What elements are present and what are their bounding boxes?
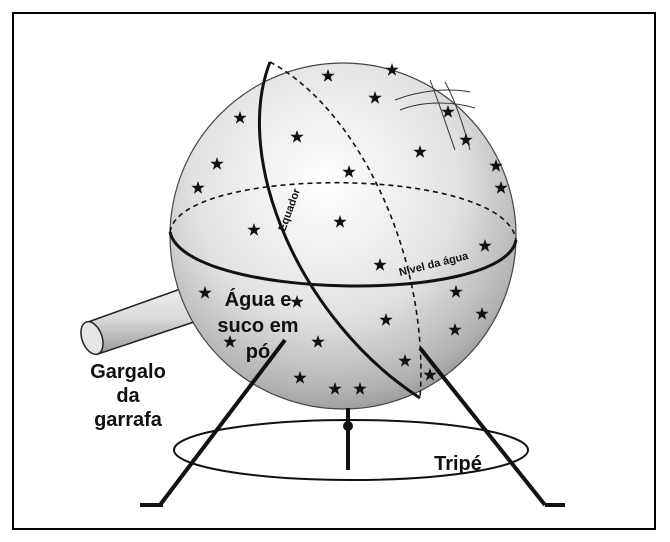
label-water-juice-2: suco em <box>217 315 298 337</box>
label-bottle-neck-1: Gargalo <box>90 361 166 383</box>
label-water-juice-1: Água e <box>225 288 292 311</box>
label-tripod: Tripé <box>434 453 482 475</box>
label-water-juice-3: pó <box>246 341 270 363</box>
tripod-joint <box>343 421 353 431</box>
sphere <box>170 63 516 409</box>
label-bottle-neck-3: garrafa <box>94 409 163 431</box>
label-bottle-neck-2: da <box>116 385 140 407</box>
